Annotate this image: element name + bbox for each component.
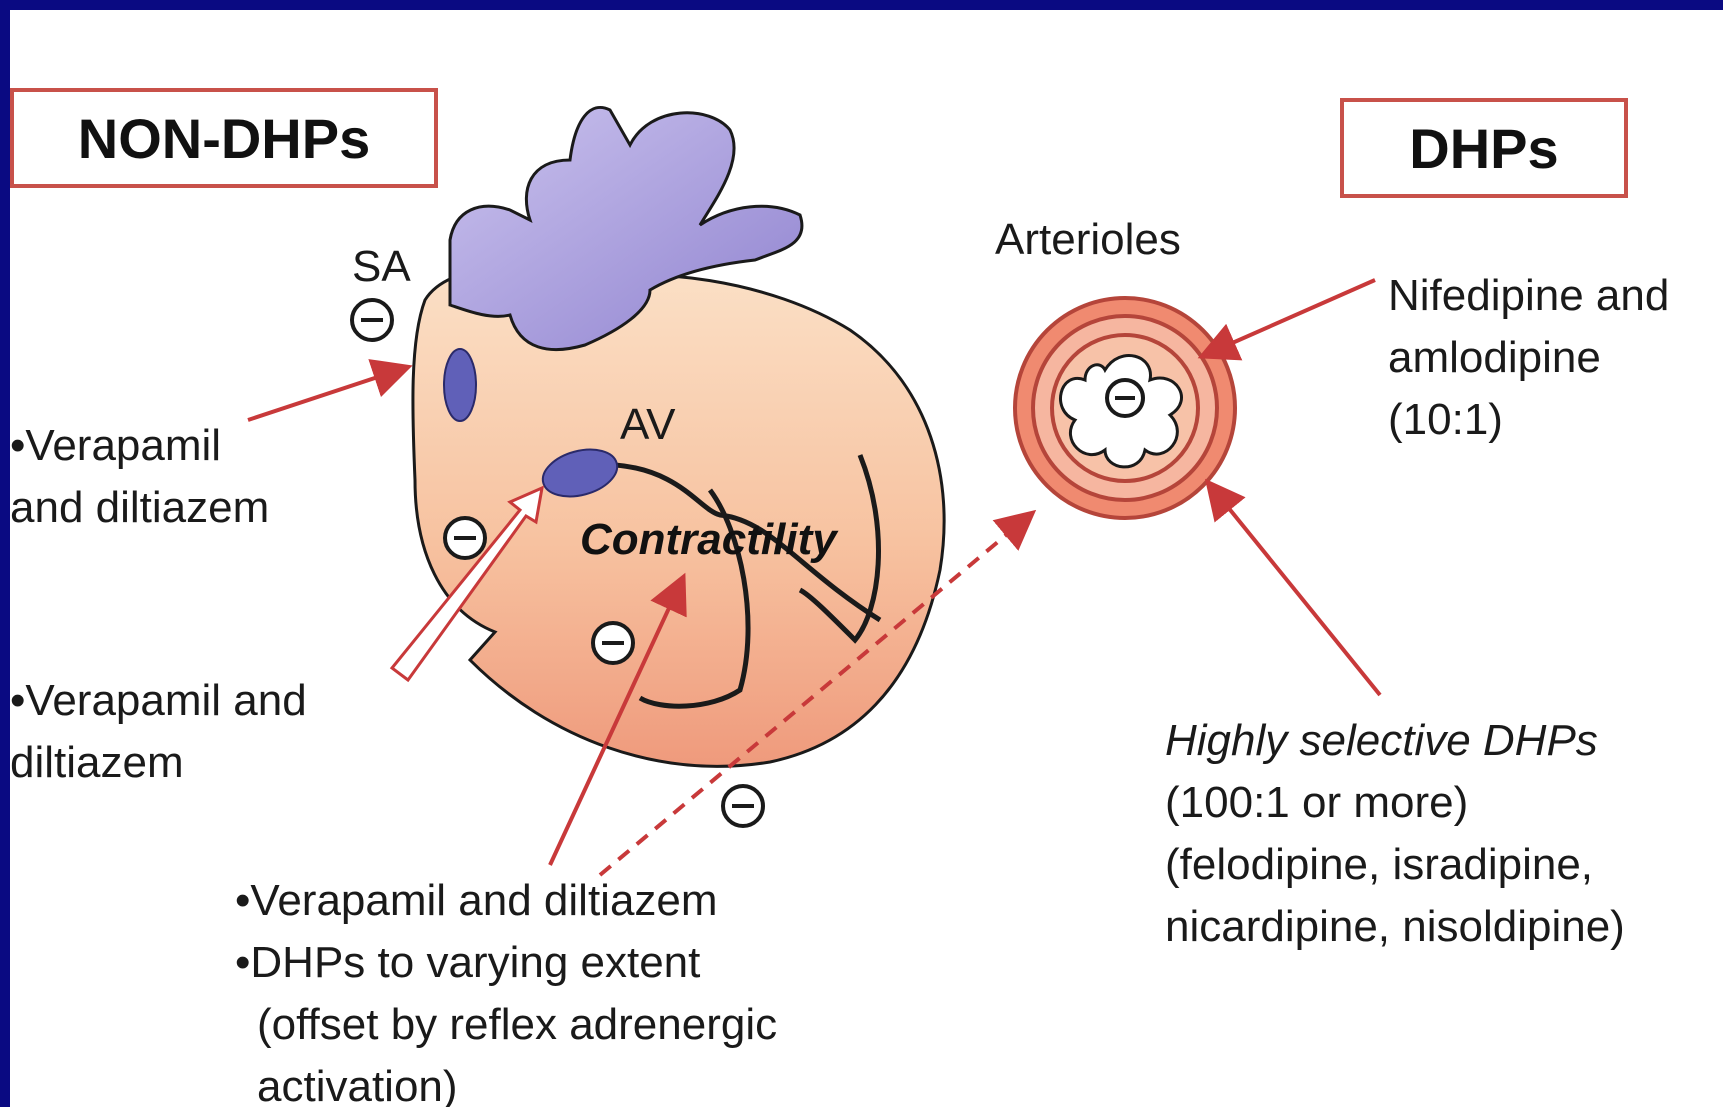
inhibit-icon-contractility [593,623,633,663]
dhps-box: DHPs [1340,98,1628,198]
contractility-note-line: (offset by reflex adrenergic [235,994,777,1056]
sa-label: SA [352,242,411,292]
inhibit-icon-sa [352,300,392,340]
nifedipine-note: Nifedipine and amlodipine (10:1) [1388,265,1669,451]
arrow-to-sa [248,368,405,420]
contractility-label: Contractility [580,515,837,565]
av-note-line: •Verapamil and [10,670,307,732]
sa-note-line: and diltiazem [10,477,269,539]
inhibit-icon-vascular [723,786,763,826]
contractility-note: •Verapamil and diltiazem •DHPs to varyin… [235,870,777,1107]
selective-dhps-note-line: (100:1 or more) [1165,772,1625,834]
contractility-note-line: •Verapamil and diltiazem [235,870,777,932]
inhibit-icon-arteriole [1107,380,1143,416]
sa-node [444,349,476,421]
nifedipine-note-line: Nifedipine and [1388,265,1669,327]
sa-note-line: •Verapamil [10,415,269,477]
dhps-label: DHPs [1409,116,1558,181]
nifedipine-note-line: (10:1) [1388,389,1669,451]
non-dhps-box: NON-DHPs [10,88,438,188]
arrow-selective-dhps [1210,485,1380,695]
non-dhps-label: NON-DHPs [78,106,370,171]
contractility-note-line: activation) [235,1056,777,1107]
selective-dhps-note-line: Highly selective DHPs [1165,710,1625,772]
contractility-note-line: •DHPs to varying extent [235,932,777,994]
av-label: AV [620,400,675,450]
selective-dhps-note-line: nicardipine, nisoldipine) [1165,896,1625,958]
sa-note: •Verapamil and diltiazem [10,415,269,539]
selective-dhps-note: Highly selective DHPs (100:1 or more) (f… [1165,710,1625,958]
diagram-panel: NON-DHPs DHPs SA AV Contractility Arteri… [10,10,1723,1107]
av-note-line: diltiazem [10,732,307,794]
selective-dhps-note-line: (felodipine, isradipine, [1165,834,1625,896]
nifedipine-note-line: amlodipine [1388,327,1669,389]
inhibit-icon-av [445,518,485,558]
arrow-nifedipine [1205,280,1375,355]
arterioles-label: Arterioles [995,215,1181,265]
av-note: •Verapamil and diltiazem [10,670,307,794]
